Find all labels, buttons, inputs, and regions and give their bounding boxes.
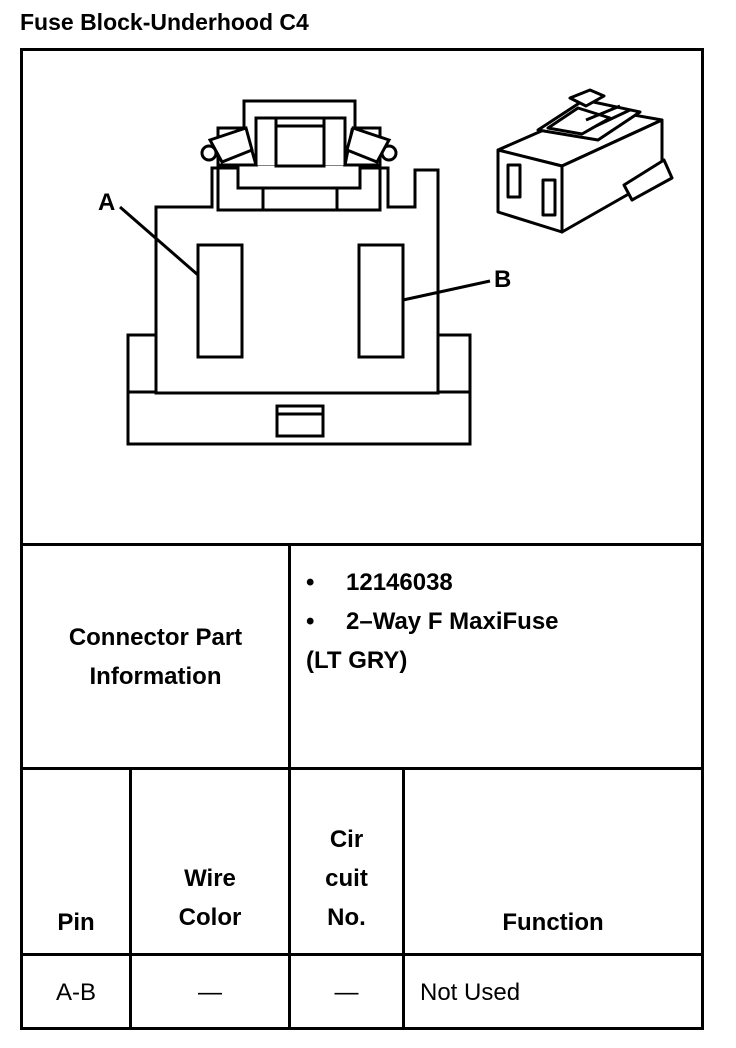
row-pin: A-B <box>55 979 96 1006</box>
terminal-cavity-b <box>357 243 405 359</box>
connector-color: (LT GRY) <box>306 647 408 674</box>
list-item: • 12146038 <box>306 563 559 602</box>
header-circuit-no: Cir cuit No. <box>291 770 402 953</box>
bullet: • <box>306 608 315 635</box>
row-wire-color: — <box>198 979 222 1006</box>
header-wire-color-line1: Wire <box>184 865 236 892</box>
connector-info-label-line2: Information <box>89 662 222 690</box>
pin-label-a: A <box>98 189 115 216</box>
right-flange <box>436 333 472 395</box>
header-function: Function <box>502 909 604 936</box>
part-number: 12146038 <box>346 569 453 596</box>
header-wire-color-line2: Color <box>178 904 242 931</box>
header-circuit-line2: cuit <box>325 865 368 892</box>
divider-info-bottom <box>20 767 704 770</box>
header-circuit-line1: Cir <box>329 826 364 853</box>
header-circuit-line3: No. <box>327 904 366 931</box>
keyway <box>275 404 325 438</box>
header-wire-color: Wire Color <box>132 770 288 953</box>
connector-info-label-line1: Connector Part <box>68 623 243 651</box>
leader-line-a <box>119 205 199 277</box>
divider-header-bottom <box>20 953 704 956</box>
terminal-cavity-a <box>196 243 244 359</box>
connector-description: 2–Way F MaxiFuse <box>346 608 559 635</box>
leader-line-b <box>402 279 491 302</box>
connector-frame <box>20 48 704 1030</box>
row-circuit-no: — <box>334 979 359 1006</box>
list-item: • 2–Way F MaxiFuse <box>306 602 559 641</box>
divider-circuit-column <box>402 767 405 1030</box>
row-function: Not Used <box>420 979 521 1006</box>
connector-thumbnail <box>496 88 674 234</box>
connector-info-values: • 12146038 • 2–Way F MaxiFuse (LT GRY) <box>306 563 559 680</box>
divider-info-column <box>288 543 291 1030</box>
connector-info-label: Connector Part Information <box>23 546 288 767</box>
bullet: • <box>306 569 315 596</box>
page-title: Fuse Block-Underhood C4 <box>20 9 309 35</box>
divider-diagram-bottom <box>20 543 704 546</box>
header-pin: Pin <box>57 909 95 936</box>
pin-label-b: B <box>494 266 511 293</box>
divider-pin-column <box>129 767 132 1030</box>
